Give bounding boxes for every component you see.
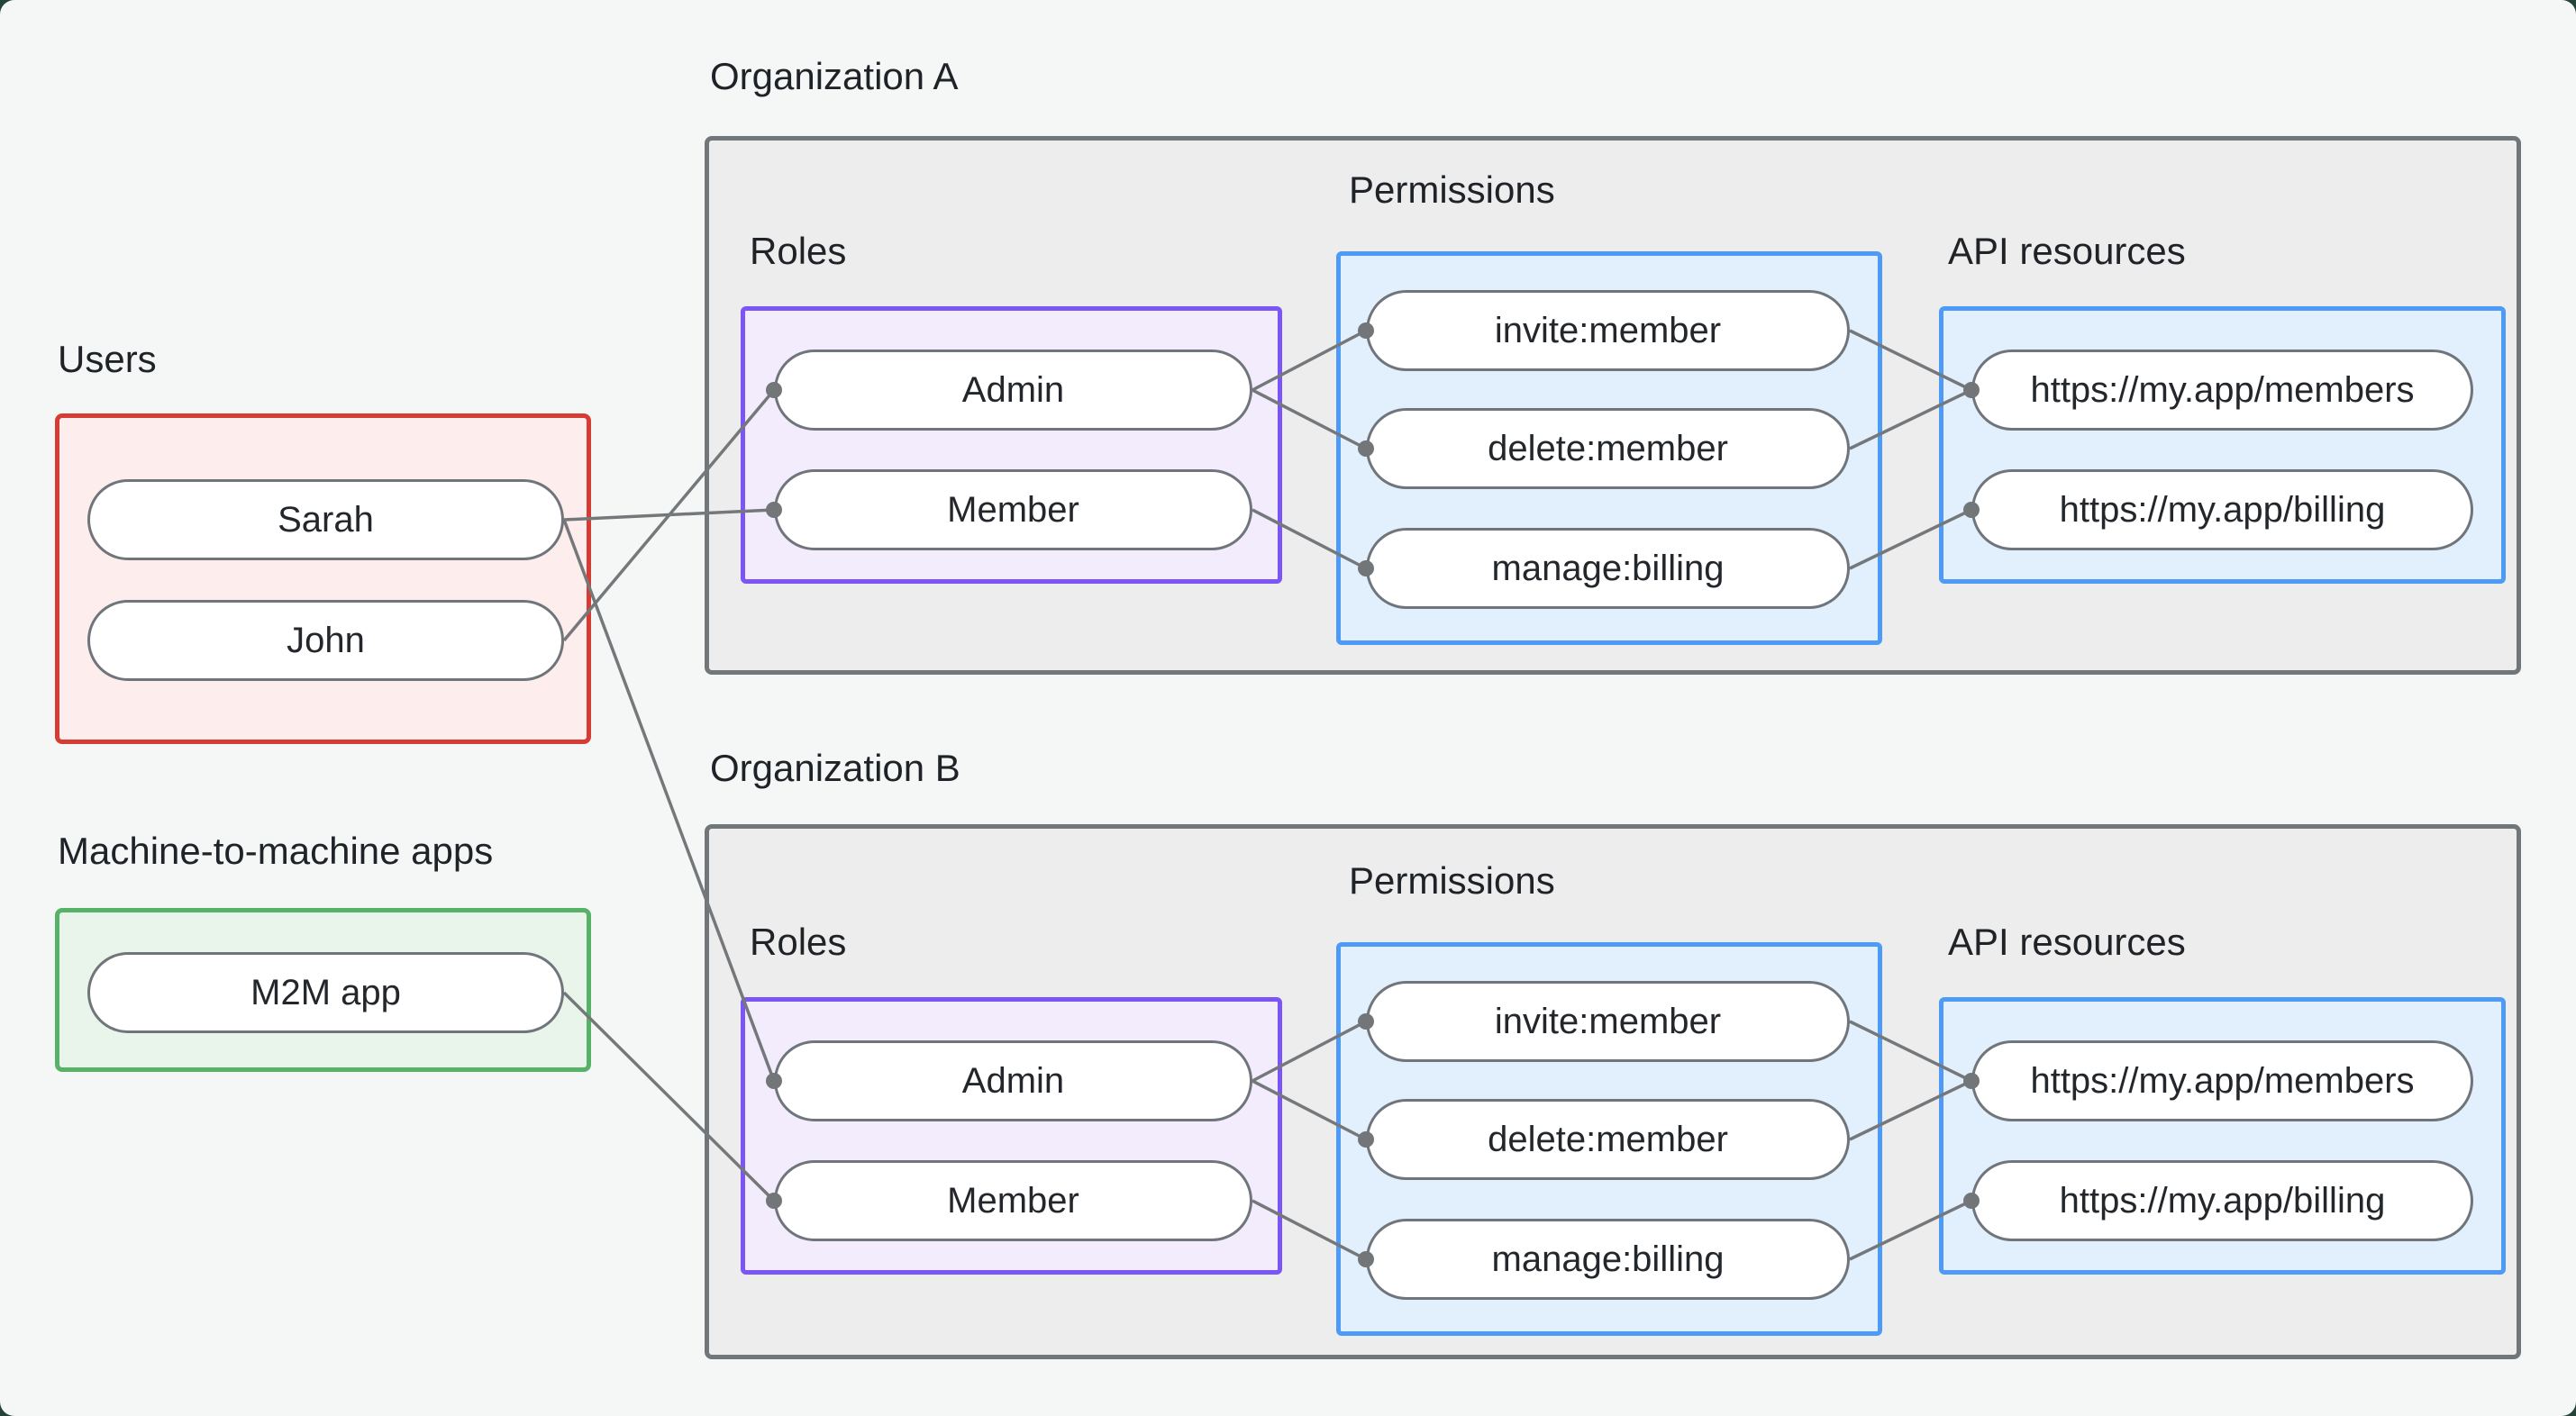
node-org-b-delete: delete:member [1366, 1099, 1850, 1180]
node-org-a-members-api: https://my.app/members [1971, 349, 2473, 431]
node-org-a-delete: delete:member [1366, 408, 1850, 489]
node-org-b-manage-label: manage:billing [1491, 1239, 1725, 1279]
org-a-api-label: API resources [1948, 230, 2186, 272]
node-org-a-member: Member [774, 469, 1252, 550]
node-john-label: John [287, 620, 365, 660]
node-org-a-manage-label: manage:billing [1491, 548, 1725, 588]
node-org-a-admin-label: Admin [961, 369, 1065, 410]
node-org-a-billing-api: https://my.app/billing [1971, 469, 2473, 550]
node-john: John [87, 600, 564, 681]
node-org-b-members-api-label: https://my.app/members [2030, 1060, 2415, 1101]
org-b-api-label: API resources [1948, 921, 2186, 963]
node-sarah-label: Sarah [278, 499, 374, 540]
node-org-b-admin: Admin [774, 1040, 1252, 1121]
org-b-permissions-label: Permissions [1349, 859, 1555, 902]
node-org-b-members-api: https://my.app/members [1971, 1040, 2473, 1121]
node-m2m-app-label: M2M app [250, 972, 401, 1012]
node-org-b-manage: manage:billing [1366, 1219, 1850, 1300]
node-org-a-invite: invite:member [1366, 290, 1850, 371]
node-org-b-admin-label: Admin [961, 1060, 1065, 1101]
node-m2m-app: M2M app [87, 952, 564, 1033]
users-group-box [55, 413, 591, 744]
node-org-b-member-label: Member [947, 1180, 1079, 1221]
org-a-permissions-label: Permissions [1349, 168, 1555, 211]
node-org-b-member: Member [774, 1160, 1252, 1241]
node-org-b-invite-label: invite:member [1494, 1001, 1722, 1041]
org-b-roles-label: Roles [750, 921, 847, 963]
node-org-b-invite: invite:member [1366, 981, 1850, 1062]
node-org-a-members-api-label: https://my.app/members [2030, 369, 2415, 410]
node-sarah: Sarah [87, 479, 564, 560]
node-org-a-manage: manage:billing [1366, 528, 1850, 609]
org-a-title: Organization A [710, 55, 959, 97]
org-a-roles-label: Roles [750, 230, 847, 272]
node-org-a-admin: Admin [774, 349, 1252, 431]
users-section-label: Users [58, 338, 157, 380]
node-org-a-invite-label: invite:member [1494, 310, 1722, 350]
node-org-a-billing-api-label: https://my.app/billing [2059, 489, 2386, 530]
node-org-a-delete-label: delete:member [1488, 428, 1728, 468]
node-org-a-member-label: Member [947, 489, 1079, 530]
node-org-b-billing-api-label: https://my.app/billing [2059, 1180, 2386, 1221]
org-b-title: Organization B [710, 747, 960, 789]
node-org-b-billing-api: https://my.app/billing [1971, 1160, 2473, 1241]
node-org-b-delete-label: delete:member [1488, 1119, 1728, 1159]
m2m-section-label: Machine-to-machine apps [58, 830, 494, 872]
